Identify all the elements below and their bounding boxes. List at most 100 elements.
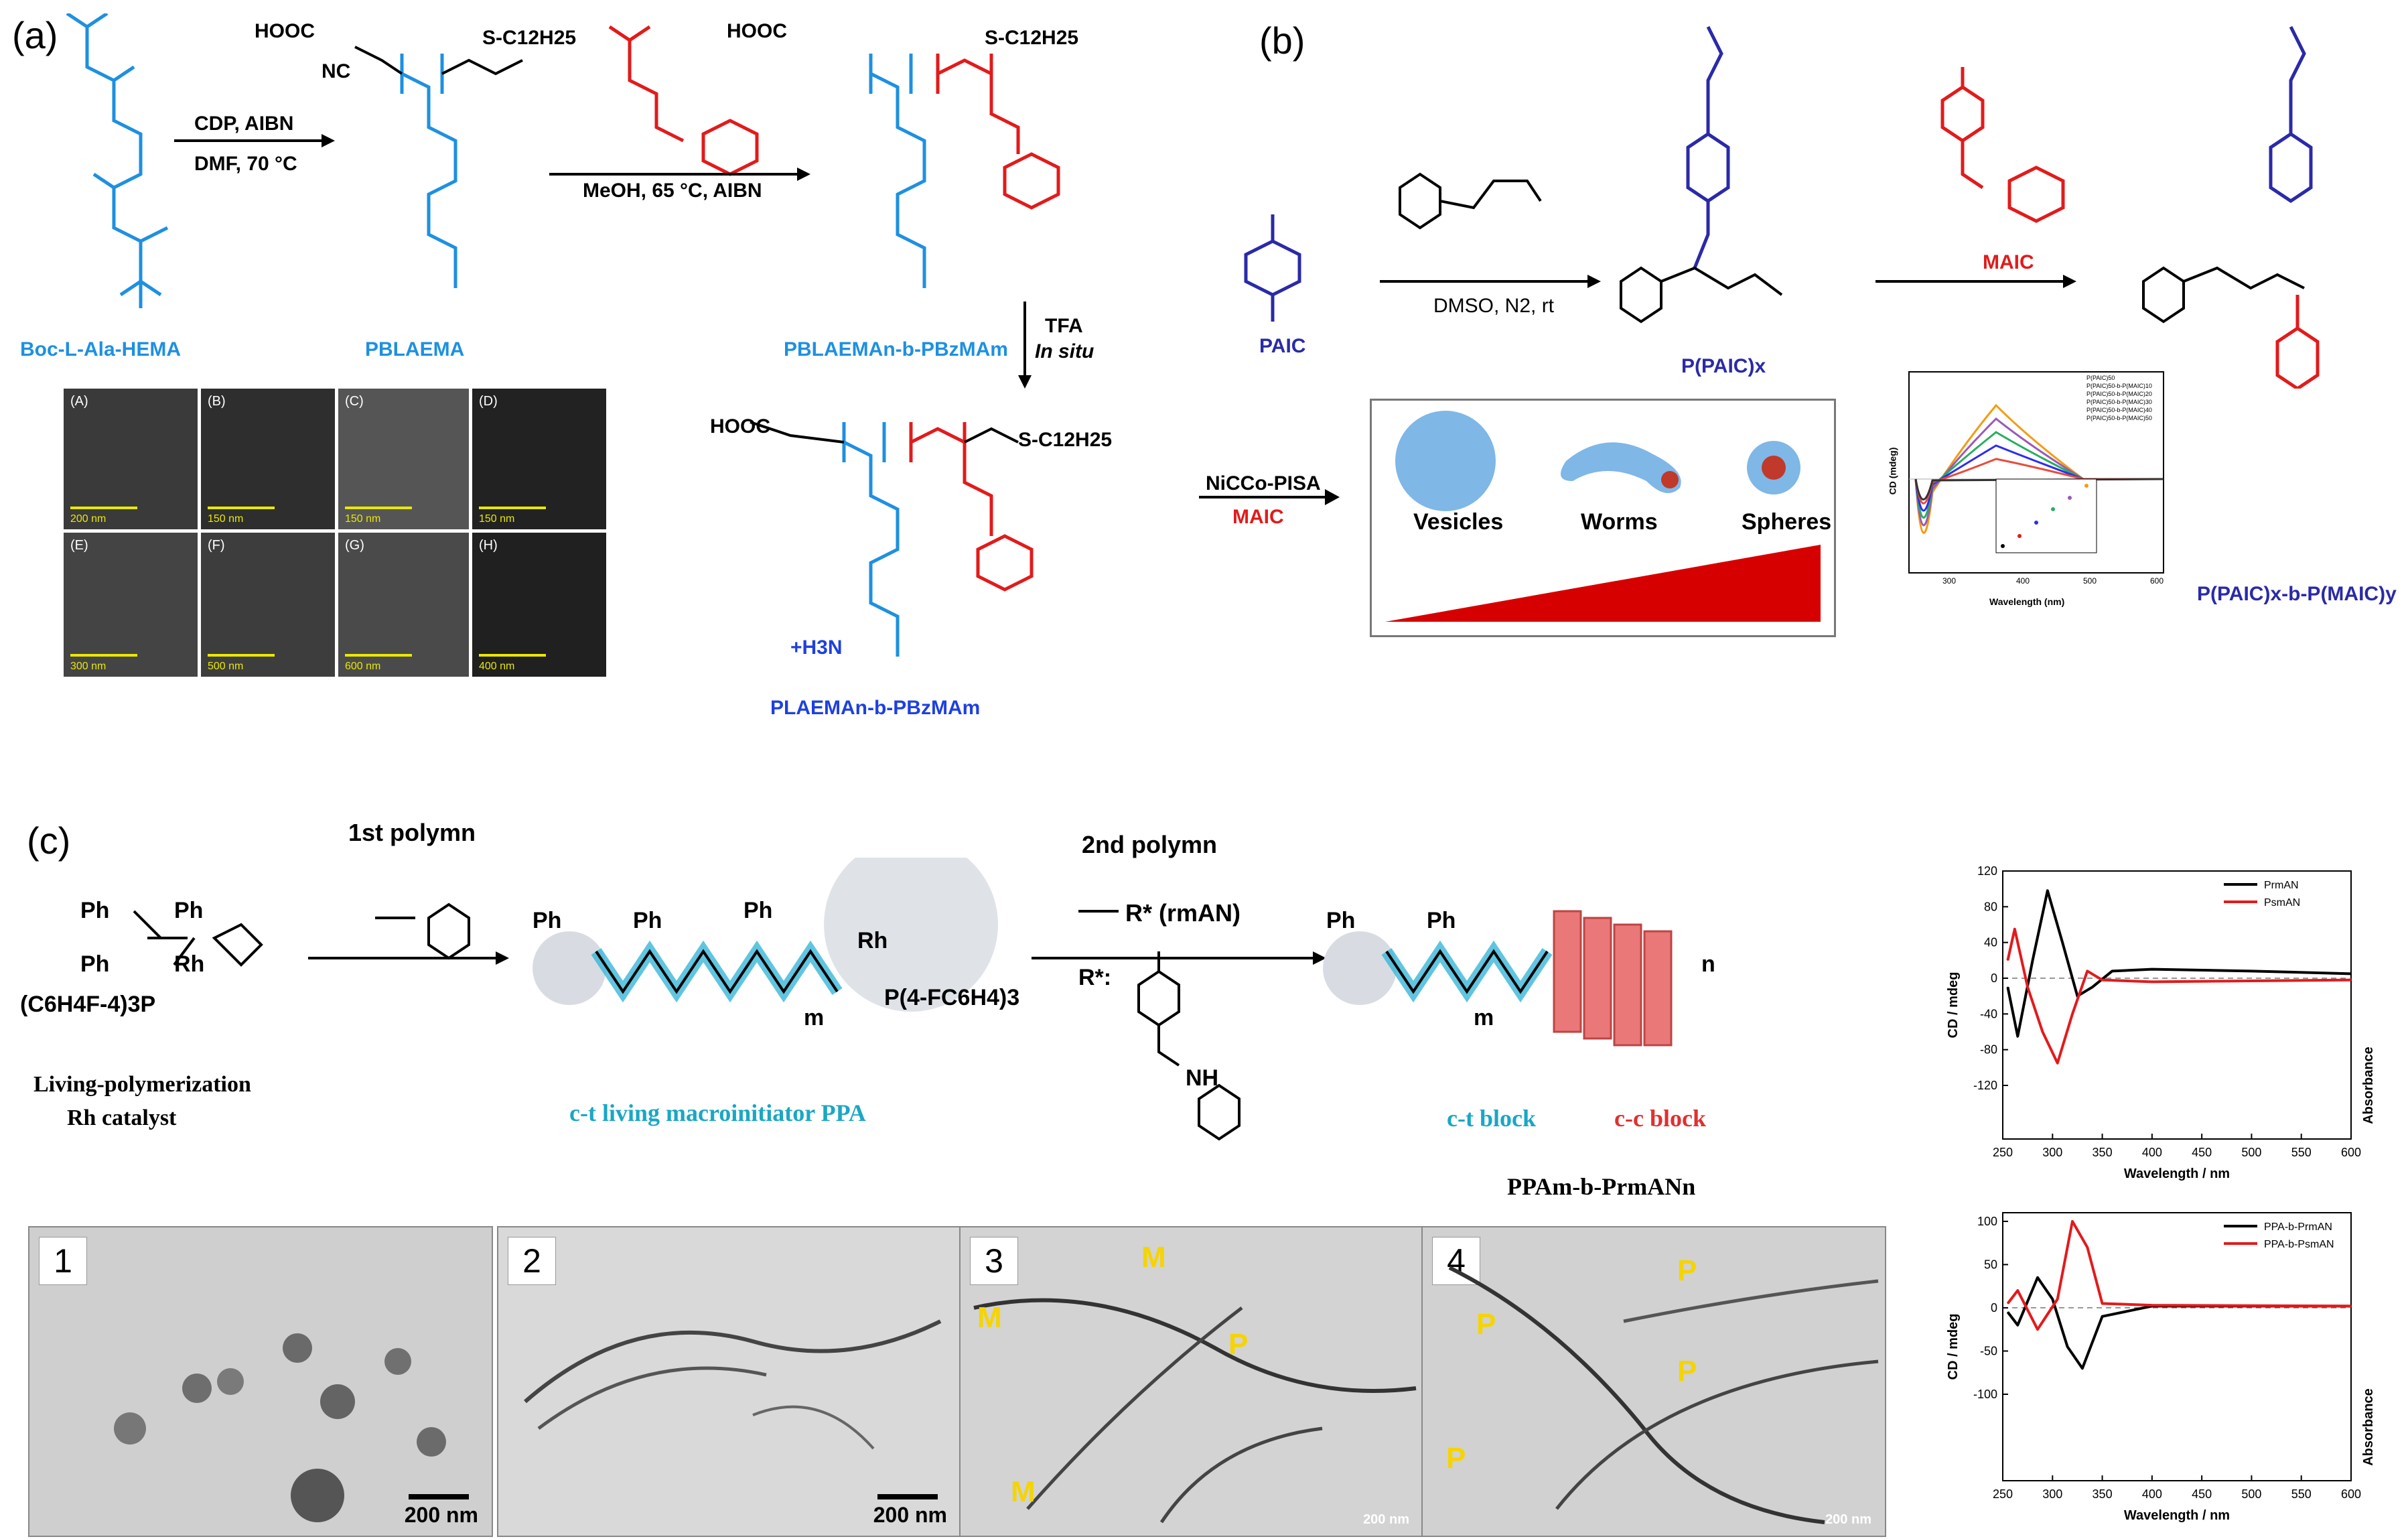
series-point: [2052, 1298, 2054, 1300]
x-tick-label: 350: [2093, 1146, 2113, 1159]
macro-m: m: [804, 1005, 825, 1030]
cd-inset-ylabel: CD (mdeg): [1887, 447, 1898, 495]
step2-label: 2nd polymn: [1082, 831, 1218, 858]
series-point: [2017, 1290, 2019, 1291]
sem-tile: (C)150 nm: [338, 389, 469, 529]
block-label-a: PBLAEMAn-b-PBzMAm: [784, 338, 1008, 360]
block-label-b: P(PAIC)x-b-P(MAIC)y: [2197, 583, 2397, 605]
cd-inset-legend-6: P(PAIC)50-b-P(MAIC)50: [2086, 415, 2152, 421]
series-point: [2014, 928, 2015, 930]
series-point: [2017, 1324, 2019, 1326]
series-point: [2017, 1035, 2019, 1037]
x-axis-label: Wavelength / nm: [2124, 1508, 2230, 1523]
scale-bar: [409, 1494, 469, 1499]
series-point: [2056, 1298, 2058, 1300]
catalyst-caption-2: Rh catalyst: [67, 1106, 177, 1130]
macro-ligand: P(4-FC6H4)3: [884, 985, 1020, 1010]
series-point: [2032, 959, 2034, 961]
y-tick-label: 50: [1984, 1258, 1997, 1271]
tem-number: 1: [39, 1237, 87, 1285]
tem-image-3: 3 M M P M 200 nm: [959, 1226, 1424, 1537]
nc-label-1: NC: [322, 60, 351, 82]
marker-m: M: [1011, 1475, 1036, 1508]
sem-tile: (F)500 nm: [201, 533, 335, 677]
dmso-conditions: DMSO, N2, rt: [1433, 295, 1555, 317]
end-group-hooc-2: HOOC: [727, 20, 787, 42]
step1-reagents: CDP, AIBN: [194, 113, 294, 135]
cd-inset-xtick: 600: [2150, 576, 2164, 586]
panel-label-b: (b): [1259, 19, 1305, 62]
rstar-label: R*:: [1078, 965, 1112, 990]
y-tick-label: -120: [1973, 1079, 1997, 1092]
tem-helices: [1448, 1266, 1879, 1524]
in-situ-label: In situ: [1035, 340, 1094, 362]
series-point: [2007, 959, 2009, 961]
series-point: [2350, 973, 2352, 975]
cd-inset-legend-3: P(PAIC)50-b-P(MAIC)20: [2086, 391, 2152, 397]
y2-axis-label: Absorbance: [2361, 1047, 2376, 1124]
hydrophobic-label: Hydrophobic content: [1390, 561, 1599, 587]
ph-label: Ph: [80, 951, 110, 977]
x-tick-label: 550: [2291, 1146, 2312, 1159]
series-point: [2047, 890, 2048, 892]
x-tick-label: 500: [2241, 1487, 2261, 1501]
morph-vesicles: Vesicles: [1413, 509, 1504, 535]
bzma-monomer-structure: [608, 25, 759, 176]
y-tick-label: 80: [1984, 900, 1997, 913]
tem-number: 2: [508, 1237, 556, 1285]
pblaema-structure: [400, 54, 457, 288]
sem-tile: (H)400 nm: [472, 533, 606, 677]
series-point: [2007, 1302, 2009, 1304]
series-point: [2151, 968, 2153, 970]
marker-p: P: [1446, 1442, 1466, 1475]
marker-p: P: [1677, 1254, 1697, 1287]
series-line-1: [2006, 889, 2352, 1038]
series-point: [2027, 986, 2028, 988]
morphology-box: [1370, 399, 1836, 637]
panel-label-a: (a): [12, 14, 58, 56]
boc-ala-hema-structure: [66, 13, 169, 308]
macroinitiator-caption: c-t living macroinitiator PPA: [569, 1099, 866, 1126]
step2-conditions: MeOH, 65 °C, AIBN: [583, 180, 762, 202]
y-tick-label: 0: [1991, 1301, 1997, 1315]
y-axis-label: CD / mdeg: [1946, 972, 1961, 1039]
morph-worms: Worms: [1581, 509, 1658, 535]
legend-label: PPA-b-PrmAN: [2264, 1221, 2332, 1233]
sem-tile: (E)300 nm: [64, 533, 198, 677]
y-tick-label: 100: [1977, 1215, 1997, 1228]
series-point: [2151, 981, 2153, 983]
product-ph: Ph: [1326, 908, 1356, 933]
pisa-arrow: [1199, 496, 1326, 498]
sem-tile: (G)600 nm: [338, 533, 469, 677]
x-tick-label: 600: [2341, 1487, 2361, 1501]
series-line-2: [2006, 1219, 2352, 1331]
cc-block-caption: c-c block: [1614, 1105, 1706, 1132]
y2-axis-label: Absorbance: [2361, 1388, 2376, 1466]
x-tick-label: 450: [2192, 1487, 2212, 1501]
x-tick-label: 500: [2241, 1146, 2261, 1159]
series-point: [2350, 979, 2352, 981]
rh-label: Rh: [174, 951, 205, 977]
x-tick-label: 400: [2142, 1487, 2162, 1501]
step1-label: 1st polymn: [348, 819, 476, 846]
marker-p: P: [1228, 1328, 1249, 1361]
series-point: [2007, 1311, 2009, 1313]
morphology-graphic: [1385, 411, 1821, 622]
product-ph: Ph: [1427, 908, 1456, 933]
plot-frame: [2002, 870, 2352, 1140]
legend-label: PrmAN: [2264, 880, 2299, 891]
y-tick-label: -100: [1973, 1388, 1997, 1401]
marker-m: M: [977, 1301, 1002, 1334]
tem-scale-label: 200 nm: [873, 1503, 947, 1527]
series-point: [2251, 980, 2253, 982]
cd-inset-xtick: 500: [2083, 576, 2097, 586]
macro-ph: Ph: [743, 898, 773, 923]
tem-fibers: [524, 1319, 942, 1450]
tem-scale-label: 200 nm: [1825, 1512, 1871, 1527]
tem-helices: [973, 1298, 1417, 1524]
x-tick-label: 450: [2192, 1146, 2212, 1159]
series-point: [2072, 1013, 2073, 1015]
tem-image-1: 1 200 nm: [28, 1226, 493, 1537]
